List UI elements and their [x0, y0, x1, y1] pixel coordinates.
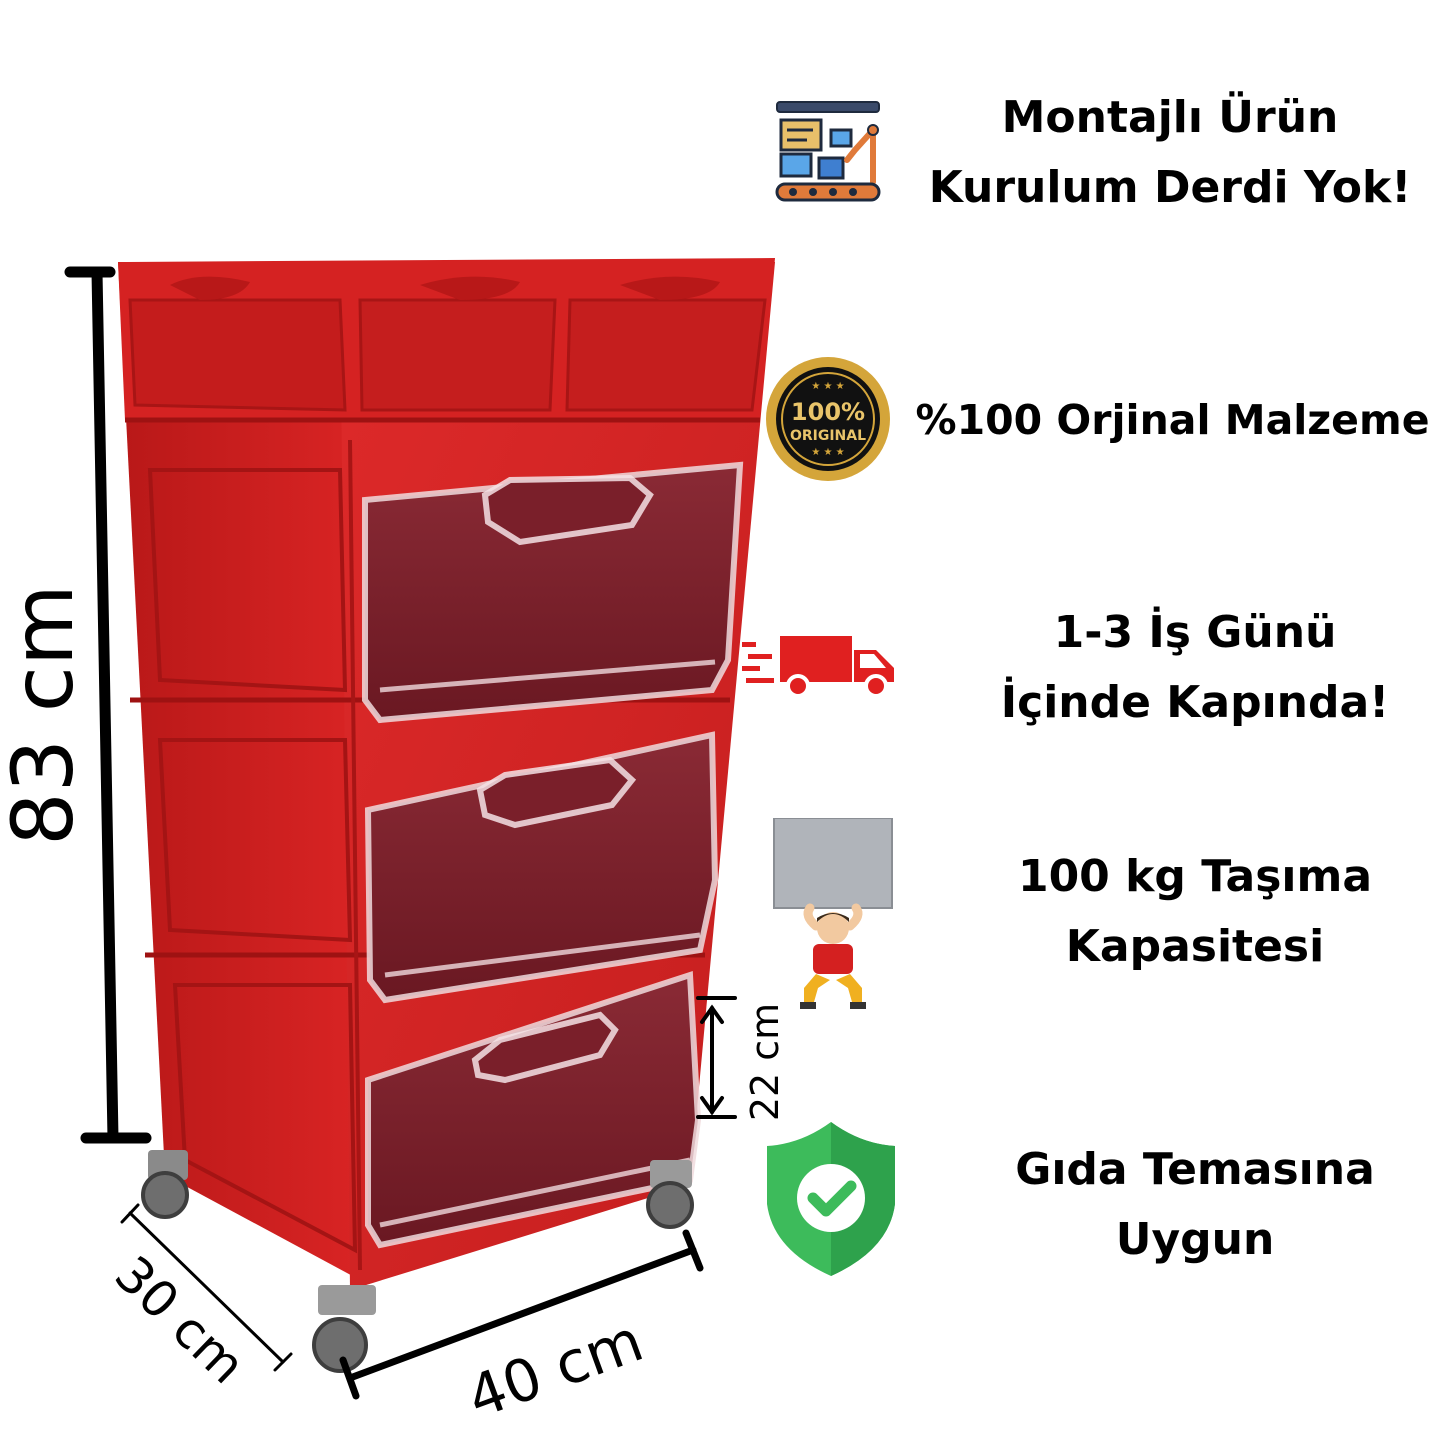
drawer-1 [362, 461, 744, 724]
feature-delivery-line-1: 1-3 İş Günü [1053, 607, 1337, 658]
drawer-height-label: 22 cm [743, 1002, 787, 1122]
badge-percent: 100% [791, 398, 865, 426]
feature-food-line-2: Uygun [1115, 1214, 1275, 1265]
feature-original: %100 Orjinal Malzeme [905, 385, 1440, 455]
feature-food-line-1: Gıda Temasına [1015, 1144, 1375, 1195]
feature-food: Gıda Temasına Uygun [960, 1135, 1430, 1275]
delivery-truck-icon [742, 636, 894, 698]
depth-line [128, 1211, 285, 1364]
caster-wheels [141, 1150, 694, 1373]
top-crate [118, 258, 775, 423]
svg-text:★ ★ ★: ★ ★ ★ [811, 447, 844, 458]
feature-capacity-line-2: Kapasitesi [1065, 921, 1325, 972]
svg-text:★ ★ ★: ★ ★ ★ [811, 381, 844, 392]
assembly-line-icon [775, 101, 881, 202]
shield-check-icon [767, 1122, 895, 1276]
badge-original: ORIGINAL [790, 428, 866, 444]
feature-assembled-line-2: Kurulum Derdi Yok! [928, 162, 1412, 213]
feature-assembled-line-1: Montajlı Ürün [1001, 92, 1339, 143]
feature-delivery: 1-3 İş Günü İçinde Kapında! [950, 598, 1440, 738]
original-badge-icon: ★ ★ ★ ★ ★ ★ 100% ORIGINAL [766, 357, 890, 481]
dimension-lines [64, 266, 737, 1400]
drawer-2 [364, 731, 719, 1004]
feature-capacity: 100 kg Taşıma Kapasitesi [960, 842, 1430, 982]
width-line [346, 1246, 697, 1382]
feature-delivery-line-2: İçinde Kapında! [1000, 677, 1390, 728]
height-label: 83 cm [0, 584, 92, 846]
feature-capacity-line-1: 100 kg Taşıma [1017, 851, 1373, 902]
feature-assembled: Montajlı Ürün Kurulum Derdi Yok! [905, 83, 1435, 223]
feature-original-line-1: %100 Orjinal Malzeme [915, 396, 1430, 444]
height-line [91, 266, 119, 1144]
weight-lifter-icon [773, 818, 893, 1009]
